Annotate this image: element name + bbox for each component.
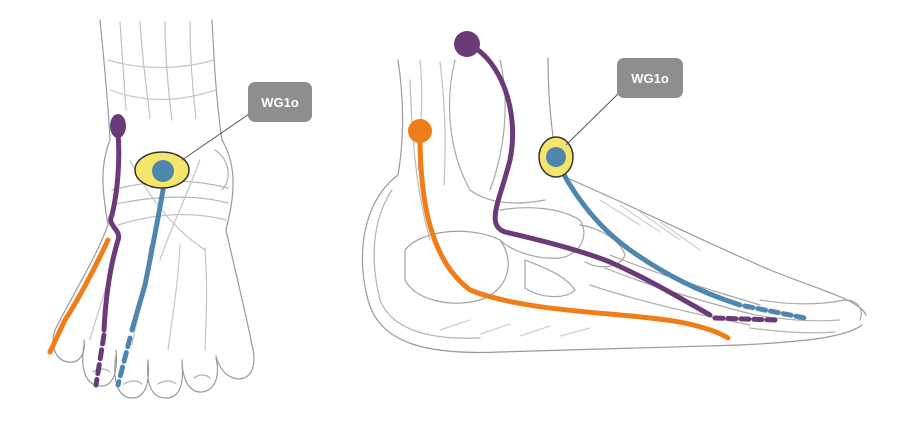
front-blue-nerve-dashed: [115, 335, 133, 388]
front-callout-label: WG1o: [261, 95, 299, 110]
side-blue-nerve-dashed: [742, 303, 808, 321]
side-callout-leader: [565, 89, 623, 146]
front-callout: WG1o: [248, 82, 312, 122]
front-orange-nerve: [47, 237, 111, 355]
side-purple-nerve-dashed: [712, 315, 778, 323]
front-purple-nerve: [101, 129, 122, 333]
front-blue-endpoint: [152, 160, 174, 182]
front-foot-illustration: [52, 19, 255, 399]
front-purple-nerve-dashed: [93, 332, 107, 388]
front-callout-box: [248, 82, 312, 122]
side-nerve-paths: [417, 42, 808, 341]
side-blue-endpoint: [546, 147, 566, 167]
side-orange-endpoint: [408, 119, 432, 143]
side-callout: WG1o: [617, 58, 683, 98]
side-purple-nerve: [467, 42, 713, 318]
side-purple-endpoint: [454, 31, 480, 57]
side-orange-nerve: [417, 132, 731, 341]
front-callout-leader: [181, 111, 253, 161]
side-foot-illustration: [361, 57, 867, 354]
side-callout-box: [617, 58, 683, 98]
side-callout-label: WG1o: [631, 71, 669, 86]
front-purple-endpoint: [110, 114, 126, 138]
front-nerve-paths: [47, 129, 169, 388]
side-blue-nerve: [552, 154, 743, 308]
